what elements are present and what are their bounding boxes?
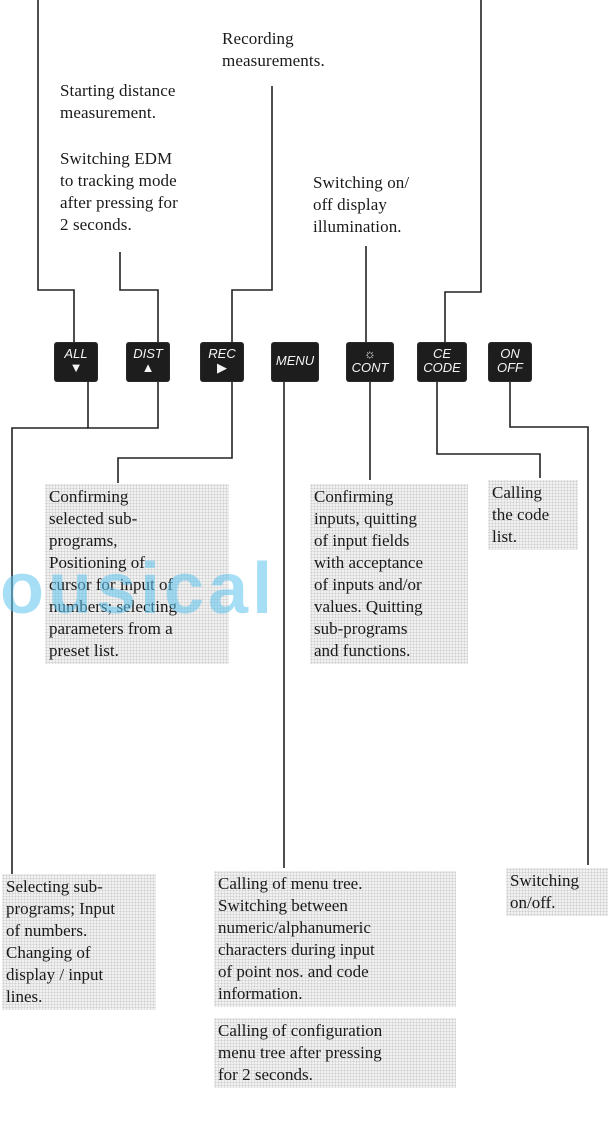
dist-key-label: DIST [133, 346, 163, 361]
line-all-top [37, 0, 75, 343]
line-rec-top [231, 86, 273, 343]
right-arrow-icon: ▶ [217, 360, 227, 375]
on-key-label: ON [500, 346, 520, 361]
down-arrow-icon: ▼ [69, 360, 83, 375]
note-code-list: Calling the code list. [488, 480, 578, 550]
up-arrow-icon: ▲ [141, 360, 155, 375]
all-key[interactable]: ALL ▼ [55, 343, 97, 381]
menu-key[interactable]: MENU [272, 343, 318, 381]
line-rec-bottom [117, 382, 233, 483]
line-all-bottom [87, 382, 159, 429]
dist-key[interactable]: DIST ▲ [127, 343, 169, 381]
code-key-label: CODE [423, 360, 461, 375]
label-tracking-mode: Switching EDM to tracking mode after pre… [60, 149, 178, 234]
note-menu-tree: Calling of menu tree. Switching between … [214, 871, 456, 1007]
note-selecting-subprograms: Selecting sub- programs; Input of number… [2, 874, 156, 1010]
ce-key-label: CE [432, 346, 452, 361]
line-code-bottom [436, 382, 541, 478]
off-key-label: OFF [497, 360, 523, 375]
rec-key[interactable]: REC ▶ [201, 343, 243, 381]
line-onoff-bottom [509, 382, 589, 865]
menu-key-label: MENU [275, 353, 315, 368]
on-off-key[interactable]: ON OFF [489, 343, 531, 381]
note-config-menu: Calling of configuration menu tree after… [214, 1018, 456, 1088]
note-switching-onoff: Switching on/off. [506, 868, 608, 916]
line-selecting [11, 427, 88, 875]
ce-code-key[interactable]: CE CODE [418, 343, 466, 381]
line-code-top [444, 0, 482, 343]
label-recording: Recording measurements. [222, 29, 325, 70]
rec-key-label: REC [208, 346, 236, 361]
label-illumination: Switching on/ off display illumination. [313, 173, 410, 236]
note-confirming-inputs: Confirming inputs, quitting of input fie… [310, 484, 468, 664]
cont-key[interactable]: ☼ CONT [347, 343, 393, 381]
illumination-icon: ☼ [364, 346, 376, 361]
label-starting-distance: Starting distance measurement. [60, 81, 176, 122]
line-dist-top [119, 252, 159, 343]
cont-key-label: CONT [351, 360, 389, 375]
all-key-label: ALL [64, 346, 88, 361]
note-confirming-subprograms: Confirming selected sub- programs, Posit… [45, 484, 229, 664]
